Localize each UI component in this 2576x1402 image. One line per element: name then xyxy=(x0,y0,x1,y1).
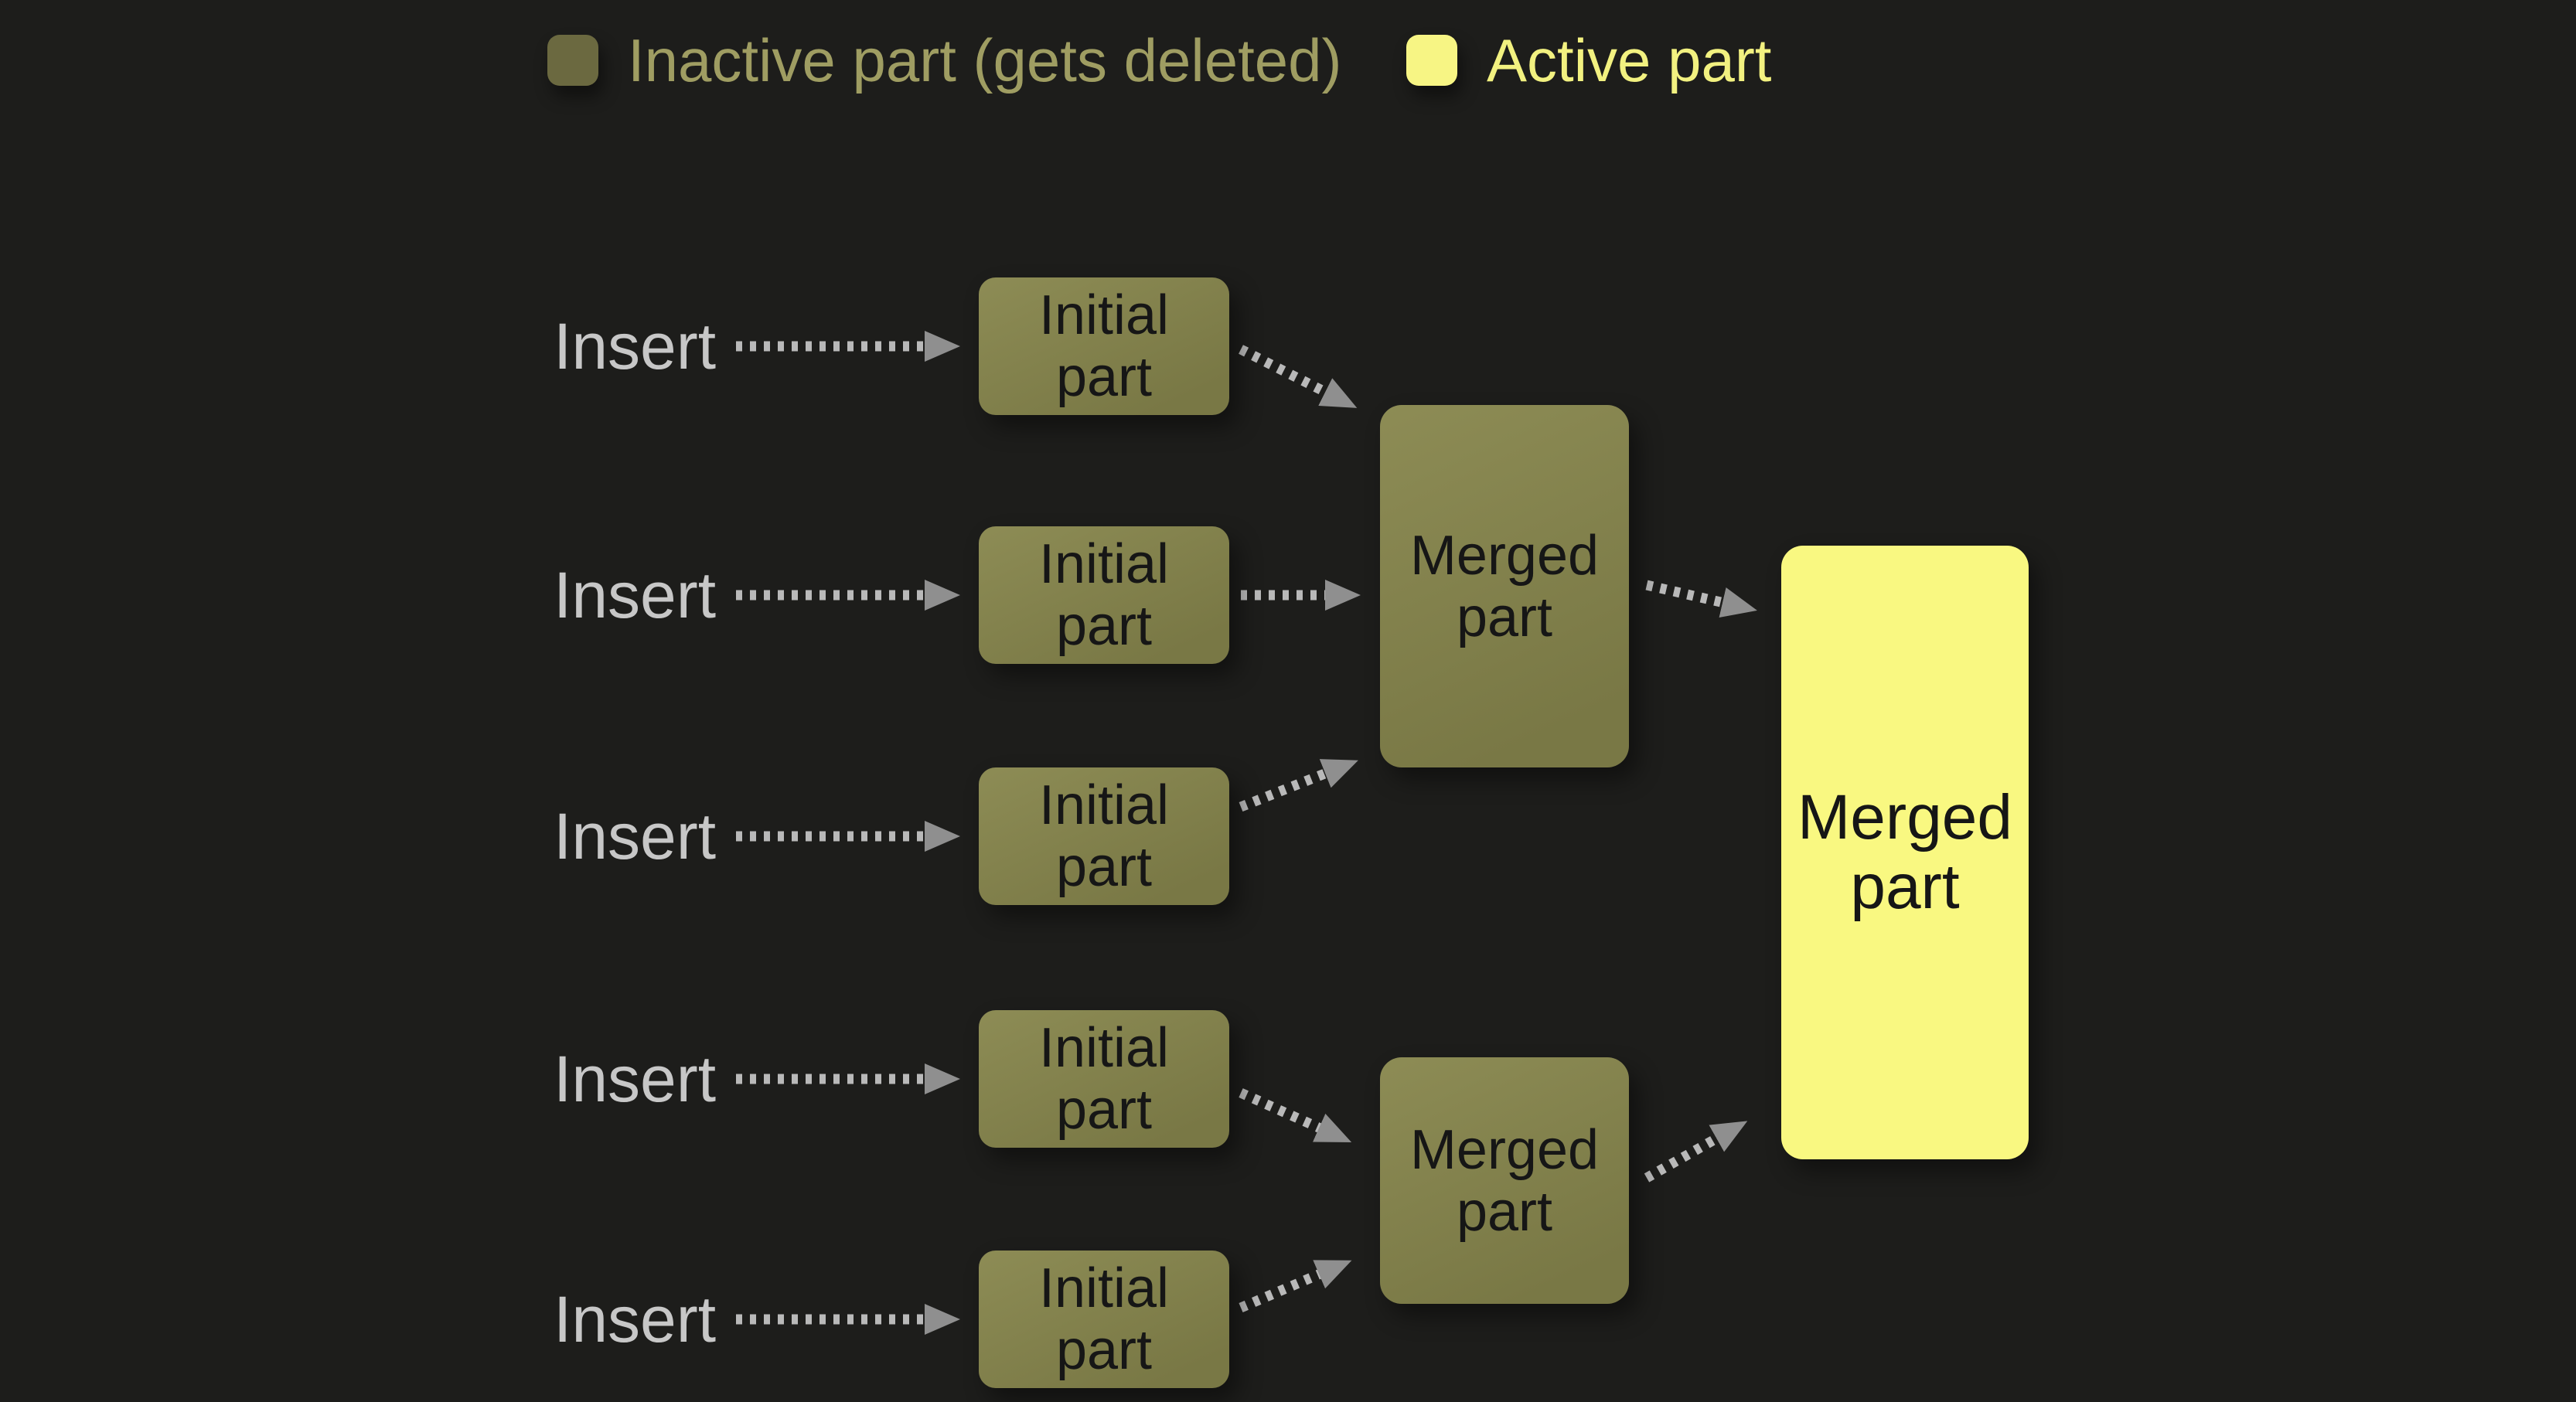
insert-label-2: Insert xyxy=(554,559,717,631)
initial-part-box-5: Initial part xyxy=(979,1251,1229,1388)
initial-part-box-1: Initial part xyxy=(979,277,1229,415)
merged-part-top-box: Merged part xyxy=(1380,405,1629,767)
active-swatch-icon xyxy=(1406,35,1457,86)
arrow-initial-5-to-merged-bottom xyxy=(1239,1260,1352,1312)
merged-part-final-box: Merged part xyxy=(1781,546,2029,1159)
legend-item-inactive: Inactive part (gets deleted) xyxy=(547,26,1342,94)
arrow-merged-bottom-to-final xyxy=(1644,1121,1748,1183)
legend-item-active: Active part xyxy=(1406,26,1772,94)
arrow-merged-top-to-final xyxy=(1645,580,1757,618)
arrow-initial-4-to-merged-bottom xyxy=(1239,1088,1352,1142)
initial-part-box-3: Initial part xyxy=(979,767,1229,905)
initial-part-box-2: Initial part xyxy=(979,526,1229,664)
insert-label-1: Insert xyxy=(554,310,717,383)
insert-label-5: Insert xyxy=(554,1283,717,1356)
insert-label-4: Insert xyxy=(554,1043,717,1115)
inactive-swatch-icon xyxy=(547,35,598,86)
legend-active-label: Active part xyxy=(1487,26,1772,94)
arrow-initial-1-to-merged-top xyxy=(1239,345,1358,408)
merged-part-bottom-box: Merged part xyxy=(1380,1057,1629,1304)
initial-part-box-4: Initial part xyxy=(979,1010,1229,1148)
insert-label-3: Insert xyxy=(554,800,717,873)
legend-inactive-label: Inactive part (gets deleted) xyxy=(628,26,1342,94)
arrow-initial-3-to-merged-top xyxy=(1239,759,1358,812)
